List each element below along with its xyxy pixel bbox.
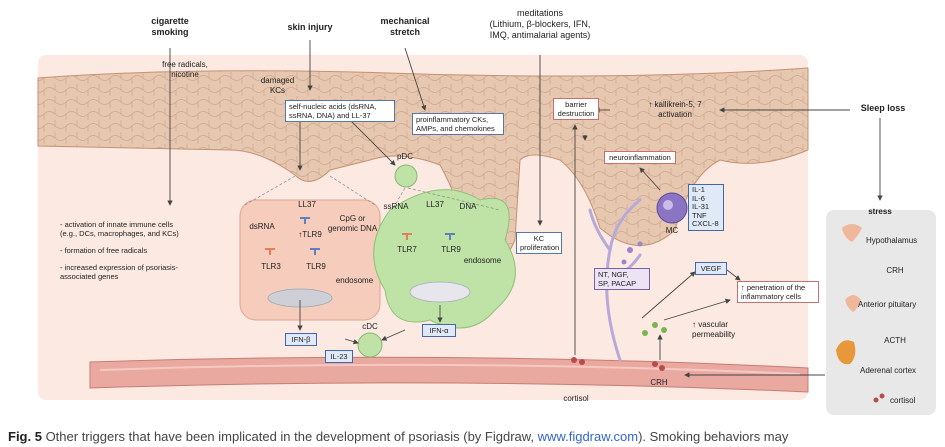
pituitary-icon [845,295,861,312]
cell-pdc [373,189,516,329]
label-kallikrein: ↑ kallikrein-5, 7 activation [648,100,702,119]
label-ll37-left: LL37 [298,200,316,209]
label-pdc: pDC [396,152,413,161]
trigger-skin-injury: skin injury [287,22,333,32]
label-cdc: cDC [362,322,378,331]
trigger-sleep-loss: Sleep loss [860,103,906,113]
trigger-meditations: meditations (Lithium, β-blockers, IFN, I… [489,8,591,40]
box-mc-cytokines: IL-1 IL-6 IL-31 TNF CXCL-8 [688,184,724,231]
vesicles [571,241,667,371]
label-ssrna: ssRNA [383,202,409,211]
caption-link[interactable]: www.figdraw.com [537,429,639,444]
label-adrenal-cortex: Aderenal cortex [860,366,917,375]
label-tlr9-mid: TLR9 [441,245,461,254]
smoking-effect-item: - activation of innate immune cells (e.g… [60,220,179,238]
adrenal-icon [836,340,856,365]
label-tlr9-up: ↑TLR9 [298,230,322,239]
trigger-stress: stress [868,207,892,216]
label-hypothalamus: Hypothalamus [866,236,918,245]
box-kc-proliferation: KC proliferation [516,232,562,254]
label-free-radicals: free radicals, nicotine [162,60,208,79]
label-endosome-mid: endosome [463,256,502,265]
smoking-effect-item: - formation of free radicals [60,246,148,255]
label-tlr3: TLR3 [261,262,281,271]
box-ifn-beta: IFN-β [285,333,317,346]
trigger-smoking: cigarette smoking [151,16,189,37]
hypothalamus-icon [842,224,862,242]
label-damaged-kcs: damaged KCs [260,76,295,95]
label-crh-vessel: CRH [650,378,668,387]
box-proinflammatory: proinflammatory CKs, AMPs, and chemokine… [412,113,504,135]
box-self-nucleic-acids: self-nucleic acids (dsRNA, ssRNA, DNA) a… [285,100,395,122]
label-ll37-mid: LL37 [426,200,444,209]
box-neuropeptides: NT, NGF, SP, PACAP [594,268,650,290]
box-barrier-destruction: barrier destruction [553,98,599,120]
receptors [265,217,455,255]
label-anterior-pituitary: Anterior pituitary [858,300,917,309]
label-acth: ACTH [884,336,906,345]
label-cortisol-hpa: cortisol [890,396,916,405]
figure-caption: Fig. 5 Other triggers that have been imp… [8,429,938,444]
label-cortisol-vessel: cortisol [563,394,589,403]
label-vascular-permeability: ↑ vascular permeability [692,320,736,339]
cdc-cell [357,332,383,358]
trigger-mechanical-stretch: mechanical stretch [380,16,430,37]
box-ifn-alpha: IFN-α [422,324,456,337]
pdc-cell-small [394,164,418,188]
smoking-effect-item: - increased expression of psoriasis- ass… [60,263,178,281]
box-il-23: IL-23 [325,350,353,363]
smoking-effects-list: - activation of innate immune cells (e.g… [60,220,210,289]
stress-panel [826,210,936,415]
box-vegf: VEGF [695,262,727,275]
box-penetration: ↑ penetration of the inflammatory cells [737,281,819,303]
label-tlr7: TLR7 [397,245,417,254]
caption-tail: ). Smoking behaviors may [638,429,789,444]
box-neuroinflammation: neuroinflammation [604,151,676,164]
caption-fig-number: Fig. 5 [8,429,42,444]
label-tlr9-left: TLR9 [306,262,326,271]
label-cpg: CpG or genomic DNA [327,214,378,233]
label-mc: MC [665,226,679,235]
label-dna: DNA [459,202,477,211]
label-crh-hpa: CRH [886,266,904,275]
caption-text: Other triggers that have been implicated… [41,429,538,444]
label-dsrna: dsRNA [249,222,275,231]
label-endosome-left: endosome [335,276,374,285]
epidermis [37,67,809,268]
